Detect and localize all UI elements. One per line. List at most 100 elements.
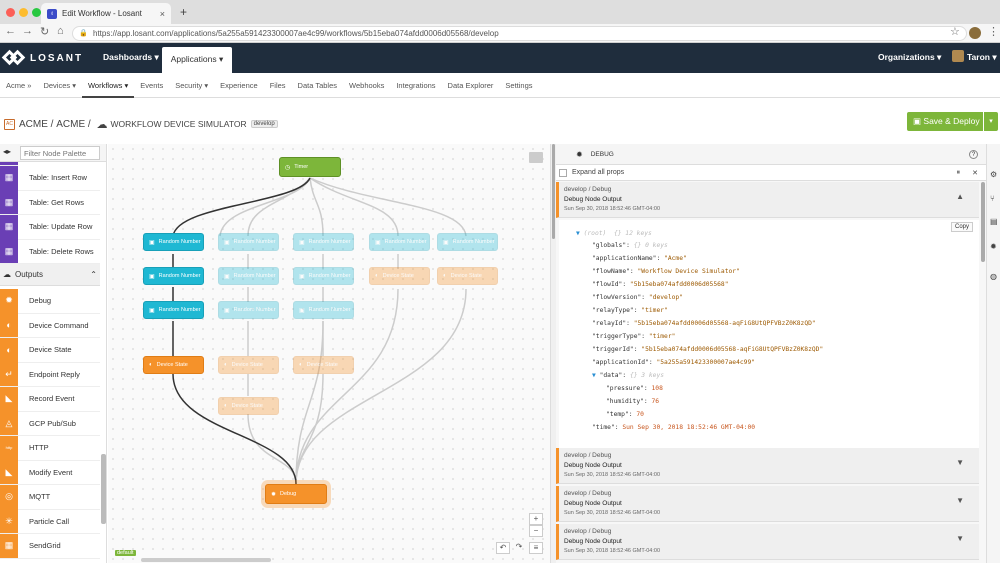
subnav-item[interactable]: Devices ▾ bbox=[43, 80, 76, 90]
losant-logo[interactable]: LOSANT bbox=[1, 49, 83, 66]
user-menu[interactable]: Taron ▾ bbox=[967, 52, 997, 62]
device-state-node[interactable]: ◐Device State bbox=[218, 397, 279, 415]
branch-icon[interactable]: ⑂ bbox=[990, 194, 995, 203]
palette-node-item[interactable]: ✹Debug bbox=[0, 288, 100, 314]
subnav-item[interactable]: Workflows ▾ bbox=[81, 73, 135, 98]
close-tab-icon[interactable]: × bbox=[159, 8, 165, 19]
expand-triangle-icon[interactable]: ▼ bbox=[576, 230, 580, 237]
timer-node[interactable]: ◷Timer bbox=[279, 157, 341, 177]
dashboards-menu[interactable]: Dashboards ▾ bbox=[103, 52, 159, 62]
canvas-hscrollbar[interactable] bbox=[141, 558, 271, 562]
forward-icon[interactable]: → bbox=[22, 25, 33, 37]
palette-node-item[interactable]: ↵Endpoint Reply bbox=[0, 362, 100, 387]
redo-button[interactable]: ↷ bbox=[515, 542, 523, 551]
random-number-node[interactable]: ▣Random Number bbox=[218, 301, 279, 319]
palette-scrollbar[interactable] bbox=[101, 454, 106, 524]
globe-icon[interactable]: ◍ bbox=[990, 272, 997, 281]
random-number-node[interactable]: ▣Random Number bbox=[437, 233, 498, 251]
organizations-menu[interactable]: Organizations ▾ bbox=[878, 52, 942, 62]
device-state-node[interactable]: ◐Device State bbox=[143, 356, 204, 374]
new-tab-icon[interactable]: + bbox=[180, 5, 188, 19]
palette-node-item[interactable]: ▦SendGrid bbox=[0, 533, 100, 559]
storage-icon[interactable]: ▤ bbox=[990, 217, 998, 226]
copy-button[interactable]: Copy bbox=[950, 222, 973, 232]
subnav-item[interactable]: Events bbox=[140, 80, 164, 90]
settings-icon[interactable]: ⚙ bbox=[990, 170, 998, 179]
subnav-item[interactable]: Settings bbox=[505, 80, 533, 90]
expand-all-checkbox[interactable] bbox=[559, 168, 567, 177]
debug-node[interactable]: ✹Debug bbox=[265, 484, 327, 504]
zoom-in-button[interactable]: + bbox=[529, 513, 543, 525]
palette-node-item[interactable]: ▦Table: Update Row bbox=[0, 214, 100, 240]
subnav-item[interactable]: Webhooks bbox=[349, 80, 385, 90]
bookmark-star-icon[interactable]: ☆ bbox=[950, 26, 960, 38]
back-icon[interactable]: ← bbox=[5, 25, 16, 37]
random-number-node[interactable]: ▣Random Number bbox=[143, 301, 204, 319]
subnav-item[interactable]: Integrations bbox=[396, 80, 436, 90]
outputs-group-header[interactable]: ☁Outputs⌃ bbox=[0, 264, 100, 286]
deploy-dropdown-button[interactable]: ▾ bbox=[984, 112, 998, 131]
random-number-node[interactable]: ▣Random Number bbox=[218, 233, 279, 251]
subnav-item[interactable]: Data Explorer bbox=[447, 80, 494, 90]
clear-icon[interactable]: ✕ bbox=[972, 169, 978, 177]
help-icon[interactable]: ? bbox=[969, 149, 978, 159]
chevron-down-icon[interactable]: ▼ bbox=[956, 458, 964, 467]
palette-node-item[interactable]: ◬GCP Pub/Sub bbox=[0, 411, 100, 436]
profile-avatar[interactable] bbox=[969, 27, 981, 39]
home-icon[interactable]: ⌂ bbox=[57, 25, 64, 37]
reload-icon[interactable]: ↻ bbox=[40, 26, 50, 38]
subnav-item[interactable]: Acme » bbox=[6, 80, 32, 90]
subnav-item[interactable]: Files bbox=[269, 80, 286, 90]
save-deploy-button[interactable]: ▣ Save & Deploy bbox=[907, 112, 983, 131]
chevron-down-icon[interactable]: ▼ bbox=[956, 534, 964, 543]
canvas-fullscreen-button[interactable] bbox=[529, 152, 543, 163]
breadcrumb-app[interactable]: ACME / bbox=[56, 118, 91, 130]
subnav-item[interactable]: Data Tables bbox=[297, 80, 338, 90]
random-number-node[interactable]: ▣Random Number bbox=[143, 267, 204, 285]
random-number-node[interactable]: ▣Random Number bbox=[218, 267, 279, 285]
undo-button[interactable]: ↶ bbox=[496, 542, 510, 554]
random-number-node[interactable]: ▣Random Number bbox=[293, 267, 354, 285]
palette-node-item[interactable]: ✳Particle Call bbox=[0, 509, 100, 534]
palette-node-item[interactable]: ▦Table: Delete Rows bbox=[0, 239, 100, 264]
user-avatar[interactable] bbox=[952, 50, 964, 62]
close-window-icon[interactable] bbox=[6, 8, 15, 17]
palette-node-item[interactable]: ◎MQTT bbox=[0, 484, 100, 510]
minimize-window-icon[interactable] bbox=[19, 8, 28, 17]
device-state-node[interactable]: ◐Device State bbox=[369, 267, 430, 285]
palette-node-item[interactable]: ▦Table: Insert Row bbox=[0, 165, 100, 191]
browser-menu-icon[interactable]: ⋮ bbox=[988, 26, 999, 38]
debug-scrollbar[interactable] bbox=[981, 182, 985, 262]
device-state-node[interactable]: ◐Device State bbox=[218, 356, 279, 374]
palette-node-item[interactable]: ▦Table: Get Rows bbox=[0, 190, 100, 215]
palette-node-item[interactable]: ◐Device Command bbox=[0, 313, 100, 338]
palette-node-item[interactable]: ◣Record Event bbox=[0, 386, 100, 412]
debug-tab-icon[interactable]: ✹ bbox=[990, 242, 997, 251]
canvas-menu-button[interactable]: ≡ bbox=[529, 542, 543, 554]
panel-splitter[interactable] bbox=[550, 144, 556, 563]
palette-filter-input[interactable] bbox=[20, 146, 100, 160]
palette-node-item[interactable]: ◣Modify Event bbox=[0, 460, 100, 485]
device-state-node[interactable]: ◐Device State bbox=[293, 356, 354, 374]
random-number-node[interactable]: ▣Random Number bbox=[143, 233, 204, 251]
chevron-down-icon[interactable]: ▼ bbox=[956, 496, 964, 505]
applications-menu[interactable]: Applications ▾ bbox=[162, 47, 232, 73]
zoom-out-button[interactable]: − bbox=[529, 525, 543, 537]
expand-triangle-icon[interactable]: ▼ bbox=[592, 372, 596, 379]
maximize-window-icon[interactable] bbox=[32, 8, 41, 17]
subnav-item[interactable]: Experience bbox=[220, 80, 258, 90]
random-number-node[interactable]: ▣Random Number bbox=[293, 233, 354, 251]
palette-collapse-icon[interactable]: ◂▸ bbox=[3, 147, 12, 156]
splitter-grip[interactable] bbox=[552, 144, 555, 239]
random-number-node[interactable]: ▣Random Number bbox=[369, 233, 430, 251]
workflow-canvas[interactable]: ◷Timer ▣Random Number ▣Random Number ▣Rand… bbox=[108, 144, 550, 563]
pause-icon[interactable]: ⏸ bbox=[956, 168, 961, 176]
random-number-node[interactable]: ▣Random Number bbox=[293, 301, 354, 319]
chevron-up-icon[interactable]: ▲ bbox=[956, 192, 964, 201]
